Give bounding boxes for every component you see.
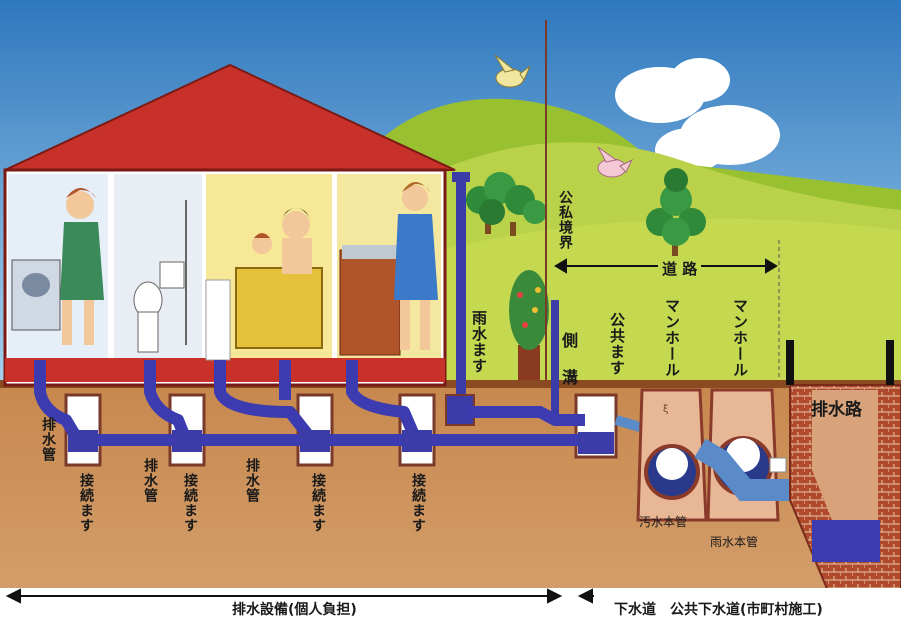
label-drain-pipe-3: 排水管 [244,458,260,503]
bird-2 [597,146,634,178]
fruit-tree [509,270,549,383]
label-rain-main: 雨水本管 [710,535,759,549]
label-public-basin: 公共ます [608,312,626,376]
bird-1 [494,54,531,88]
label-sewage-main: 汚水本管 [639,515,688,529]
label-manhole-1: マンホール [663,298,681,378]
label-connection-basin-4: 接続ます [410,473,426,533]
drain-pipes [34,360,600,446]
label-public-private-boundary: 公私境界 [557,190,573,250]
label-drain-pipe-2: 排水管 [142,458,158,503]
label-connection-basin-3: 接続ます [310,473,326,533]
label-side-ditch: 側 溝 [559,332,578,386]
label-manhole-2: マンホール [731,298,749,378]
trees-left [466,172,547,236]
label-drain-pipe-1: 排水管 [40,417,56,462]
svg-text:ξ: ξ [663,404,669,415]
trees-right [646,168,706,256]
clouds [615,58,780,172]
manhole-1: ξ [636,388,708,522]
section-arrows [5,588,594,604]
label-road: 道 路 [658,258,702,279]
bottom-bar [0,588,901,617]
label-connection-basin-1: 接続ます [78,473,94,533]
label-private-section: 排水設備(個人負担) [226,599,363,617]
label-connection-basin-2: 接続ます [182,473,198,533]
label-rain-basin: 雨水ます [470,310,488,374]
downspout [456,178,466,416]
label-drain-channel: 排水路 [811,400,862,420]
label-public-section: 下水道 公共下水道(市町村施工) [614,602,823,617]
